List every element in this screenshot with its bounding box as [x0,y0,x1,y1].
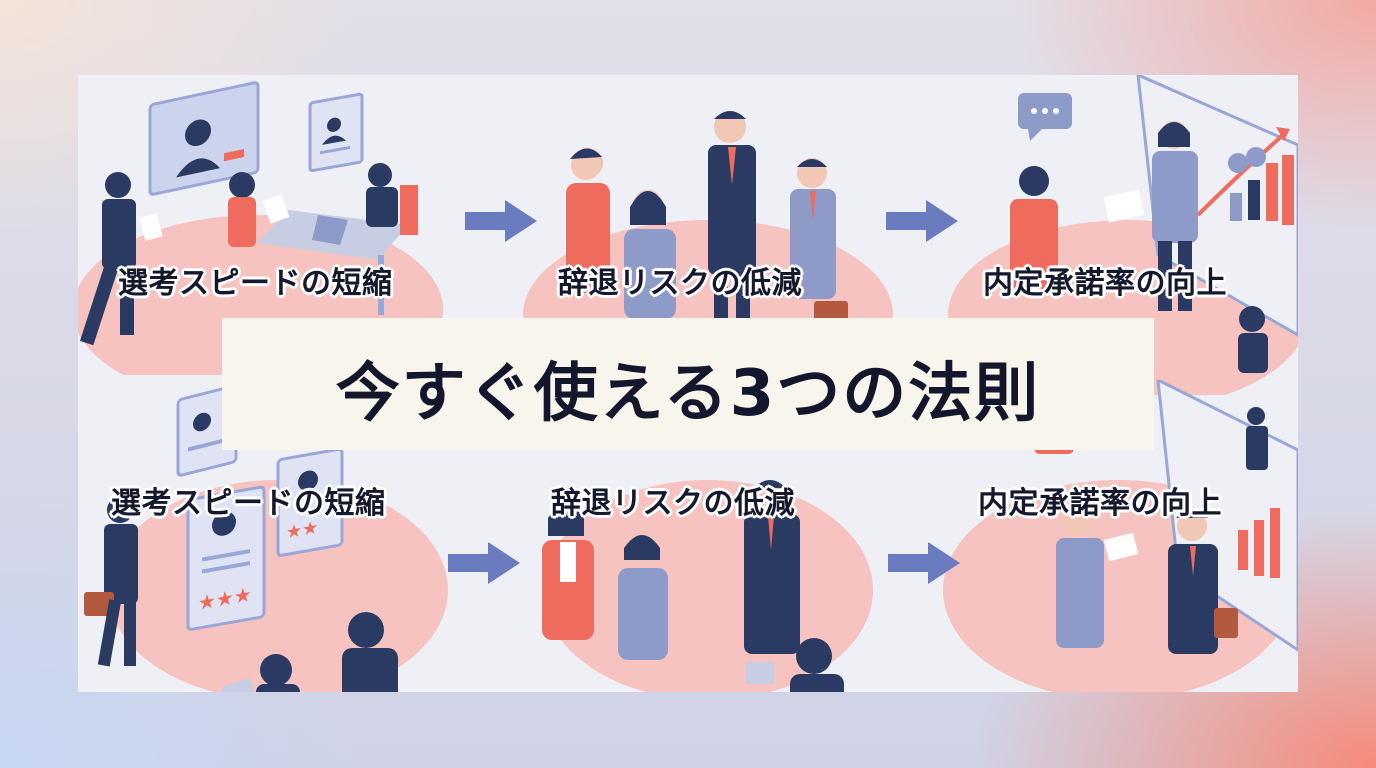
page-title: 今すぐ使える3つの法則 [335,357,1041,431]
team-conversation-scene-icon [542,480,873,692]
title-banner: 今すぐ使える3つの法則 [222,318,1154,450]
resume-review-scene-icon: ★★★ ★★ [84,384,448,692]
arrow-right-icon [448,542,520,584]
arrow-right-icon [465,200,537,242]
offer-acceptance-scene-icon [948,75,1298,395]
arrow-right-icon [888,542,960,584]
step-label: 内定承諾率の向上 [978,486,1222,521]
step-label: 内定承諾率の向上 [983,266,1227,301]
offer-handover-scene-icon [943,380,1298,692]
step-label: 辞退リスクの低減 [551,486,795,521]
step-label: 選考スピードの短縮 [111,486,386,521]
step-label: 辞退リスクの低減 [558,266,802,301]
arrow-right-icon [886,200,958,242]
step-label: 選考スピードの短縮 [118,266,393,301]
